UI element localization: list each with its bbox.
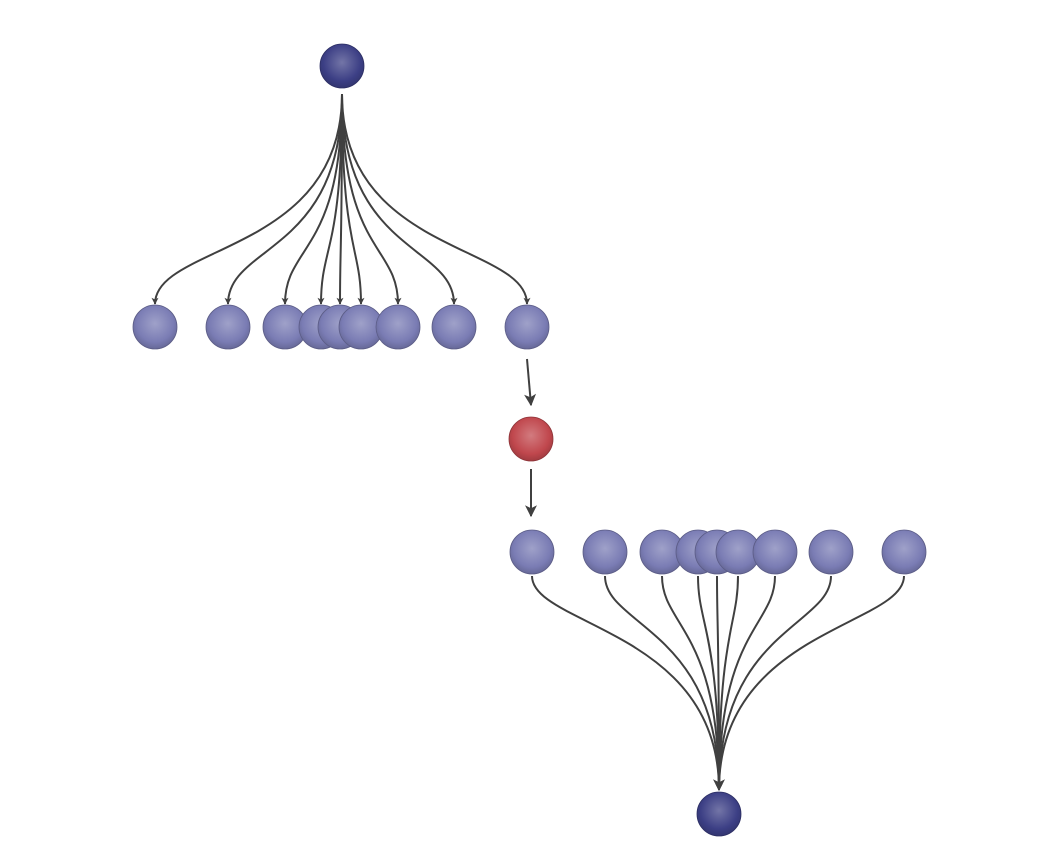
fanout-edge-3 [281, 93, 343, 305]
fanin-node-7 [752, 529, 798, 575]
hub-node [508, 416, 554, 462]
fanout-edge-9 [341, 93, 531, 305]
fanout-edge-7 [341, 93, 402, 305]
fanout-node-9 [504, 304, 550, 350]
sink-node [696, 791, 742, 837]
fanout-edge-6 [341, 93, 365, 305]
nodes-layer [132, 43, 927, 837]
fanin-edge-7 [715, 575, 776, 791]
fanout-node-2 [205, 304, 251, 350]
root-node [319, 43, 365, 89]
fanout-edge-2 [224, 93, 343, 305]
fanin-edge-2 [604, 575, 723, 791]
fanin-edge-6 [715, 575, 739, 791]
fanin-node-9 [881, 529, 927, 575]
fanin-edge-1 [531, 575, 723, 791]
fanin-edge-3 [661, 575, 723, 791]
chain-edge-to-hub [524, 358, 537, 407]
fanout-node-7 [375, 304, 421, 350]
fanin-node-8 [808, 529, 854, 575]
fanout-edge-8 [341, 93, 458, 305]
edges-layer [151, 93, 905, 792]
fanin-node-1 [509, 529, 555, 575]
fanin-node-2 [582, 529, 628, 575]
fanout-edge-1 [151, 93, 343, 305]
fanin-edge-9 [715, 575, 905, 791]
fanout-node-8 [431, 304, 477, 350]
fanin-edge-8 [715, 575, 832, 791]
fanout-node-1 [132, 304, 178, 350]
